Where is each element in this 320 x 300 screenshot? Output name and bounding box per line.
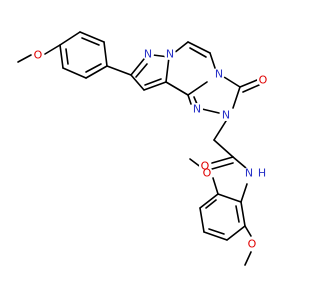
bond xyxy=(232,86,241,109)
bond xyxy=(62,67,87,79)
bond xyxy=(187,94,192,105)
bond-inner xyxy=(235,205,240,223)
bond xyxy=(106,65,132,76)
bond xyxy=(187,41,211,54)
bond xyxy=(239,79,258,88)
atom-label-oxygen: O xyxy=(259,74,268,87)
atom-label-oxygen: O xyxy=(248,238,257,251)
bond xyxy=(217,193,242,203)
bond xyxy=(130,74,145,91)
bond xyxy=(244,225,252,237)
bond xyxy=(244,251,252,266)
molecule-structure-diagram: O N N N O N N O N H O O xyxy=(0,0,300,300)
bond-inner xyxy=(211,162,234,170)
atom-label-backdrop xyxy=(142,48,154,60)
bond xyxy=(59,31,81,46)
bond xyxy=(240,183,248,203)
atom-label-backdrop xyxy=(220,109,232,121)
atom-label-backdrop xyxy=(164,48,176,60)
bond xyxy=(211,156,234,164)
bond xyxy=(213,120,227,141)
bond-inner xyxy=(65,48,69,65)
bond xyxy=(223,76,241,88)
atom-label-backdrop xyxy=(246,238,258,250)
atom-label-nitrogen: N xyxy=(215,68,223,81)
bond xyxy=(165,56,170,83)
bond-inner xyxy=(144,78,162,86)
bond xyxy=(209,52,216,69)
bond xyxy=(232,156,247,169)
atom-labels: O N N N O N N O N H O O xyxy=(32,48,269,251)
bond xyxy=(44,44,61,55)
bond-inner xyxy=(205,199,217,209)
bond-inner xyxy=(193,96,198,105)
bond-inner xyxy=(189,47,207,58)
atom-label-oxygen: O xyxy=(201,160,210,173)
bond-inner xyxy=(85,63,102,73)
bond xyxy=(187,81,208,96)
bonds xyxy=(17,31,260,266)
bond xyxy=(226,225,246,241)
bond xyxy=(201,108,220,114)
atom-label-oxygen: O xyxy=(34,49,43,62)
bond xyxy=(203,231,228,241)
atom-label-backdrop xyxy=(257,74,269,86)
diagram-background xyxy=(0,0,300,300)
bond xyxy=(85,65,108,79)
bond xyxy=(213,139,234,158)
bond-inner xyxy=(242,84,260,93)
atom-label-nitrogen: N xyxy=(144,48,152,61)
atom-label-backdrop xyxy=(191,103,203,115)
bond xyxy=(212,177,219,195)
bond xyxy=(143,81,167,91)
atom-label-nitrogen: N xyxy=(166,48,174,61)
atom-label-nitrogen: N xyxy=(245,167,253,180)
bond xyxy=(199,193,219,209)
bond-inner xyxy=(208,228,225,235)
bond-inner xyxy=(135,63,148,78)
atom-label-nitrogen: N xyxy=(222,109,230,122)
atom-label-hydrogen: H xyxy=(258,167,266,180)
bond xyxy=(103,41,108,67)
atom-label-backdrop xyxy=(199,160,211,172)
atom-label-backdrop xyxy=(32,49,44,61)
atom-label-backdrop xyxy=(256,167,268,179)
atom-label-backdrop xyxy=(243,167,255,179)
atom-label-nitrogen: N xyxy=(193,103,201,116)
bond xyxy=(240,201,246,227)
bond xyxy=(17,54,32,63)
bond xyxy=(59,44,64,69)
atom-label-oxygen: O xyxy=(203,167,212,180)
bond xyxy=(199,207,205,233)
bond xyxy=(130,58,145,76)
atom-label-backdrop xyxy=(213,68,225,80)
bond xyxy=(165,81,189,96)
bond-inner xyxy=(81,37,100,46)
bond xyxy=(79,31,105,43)
